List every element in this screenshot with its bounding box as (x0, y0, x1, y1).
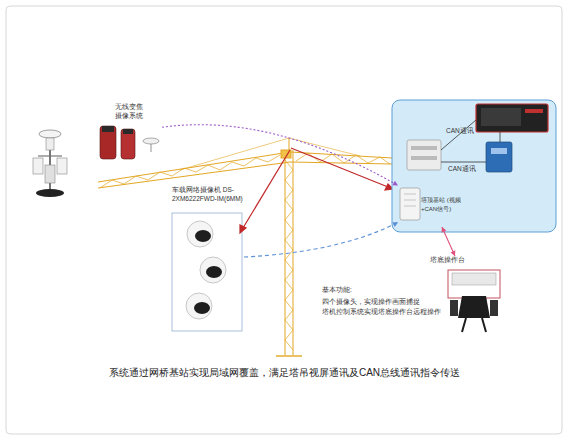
node-label: 无线变焦 摄像系统 (111, 103, 147, 120)
connector (162, 125, 398, 186)
camera-body (121, 129, 135, 159)
device-node: 无线变焦 摄像系统 (96, 103, 162, 161)
console-frame (448, 270, 500, 298)
control-stick (450, 300, 458, 316)
camera-body (100, 126, 116, 159)
camera-mount (187, 221, 213, 247)
crane-foot (276, 355, 302, 356)
monitor (476, 104, 548, 132)
tower-crane (98, 138, 392, 356)
connector-line (162, 125, 398, 186)
switch-ports (411, 146, 437, 150)
monitor-strip (525, 109, 543, 113)
note-label: CAN通讯 (446, 127, 474, 135)
arrow-head (392, 222, 398, 227)
jib-lattice (296, 153, 390, 164)
network-switch (407, 140, 441, 170)
can-wire (500, 132, 501, 142)
console-seat (458, 296, 490, 318)
jib-chord (98, 162, 392, 188)
control-stick (490, 300, 498, 316)
jib-lattice (100, 155, 280, 188)
device-node: 塔底操作台 (428, 256, 518, 336)
can-converter (486, 142, 512, 172)
note-label: 塔机控制系统实现塔底操作台远程操作 (322, 308, 441, 316)
camera-dome (194, 302, 210, 314)
switch-ports (411, 156, 437, 160)
unit (57, 158, 67, 174)
dish (39, 130, 61, 138)
operator-console (448, 270, 500, 332)
device-node: 车载网络摄像机 DS-2XM6222FWD-IM(6MM) (170, 186, 244, 332)
converter-label (491, 148, 507, 154)
wireless-mast-device (33, 130, 67, 197)
camera-dome (195, 230, 211, 242)
note-label: 基本功能: (322, 286, 352, 294)
antenna-stick (151, 144, 152, 152)
connector (442, 227, 456, 256)
arrow-head (451, 250, 456, 256)
connector-line (244, 222, 398, 257)
signal-line (291, 148, 388, 187)
connector (244, 222, 398, 257)
antenna-disc (143, 138, 159, 144)
mast-lattice (285, 160, 293, 350)
note-label: 四个摄像头，实现操作画面捕捉 (322, 298, 420, 306)
node-label: 塔底操作台 (430, 256, 490, 265)
can-wire (441, 162, 486, 163)
camera-dome (206, 266, 222, 278)
console-legs (462, 318, 486, 332)
control-panel (392, 100, 556, 232)
can-wire (441, 120, 476, 150)
node-label: 车载网络摄像机 DS-2XM6222FWD-IM(6MM) (172, 186, 262, 203)
signal-line (243, 150, 290, 228)
panel-devices (400, 104, 548, 220)
device-grille (404, 194, 416, 206)
base-station-device (400, 188, 420, 220)
bracket (38, 155, 62, 156)
device-node: 塔顶基站 (视频+CAN信号) (398, 183, 466, 227)
monitor-screen (481, 108, 521, 126)
base (36, 189, 64, 197)
tie-rod (180, 138, 289, 170)
arrow-head (240, 225, 246, 233)
zoom-cameras (100, 126, 159, 159)
unit (46, 138, 54, 150)
camera-top (102, 126, 114, 132)
camera-mount (186, 293, 212, 319)
camera-frame (172, 213, 242, 331)
camera-mount (200, 257, 226, 283)
signal-arrows (240, 148, 393, 233)
console-screens (452, 273, 496, 285)
dome-cameras (186, 221, 226, 319)
mast-chord (293, 150, 294, 355)
note-label: CAN通讯 (448, 165, 476, 173)
tie-rod (289, 138, 360, 156)
caption: 系统通过网桥基站实现局域网覆盖，满足塔吊视屏通讯及CAN总线通讯指令传送 (0, 366, 569, 380)
unit (45, 165, 55, 183)
arrow-head (442, 227, 447, 233)
connector-line (442, 227, 455, 256)
node-label: 塔顶基站 (视频+CAN信号) (421, 196, 467, 213)
jib-chord (98, 152, 392, 182)
arrow-head (392, 181, 398, 186)
camera-top (123, 129, 133, 134)
unit (33, 158, 43, 174)
